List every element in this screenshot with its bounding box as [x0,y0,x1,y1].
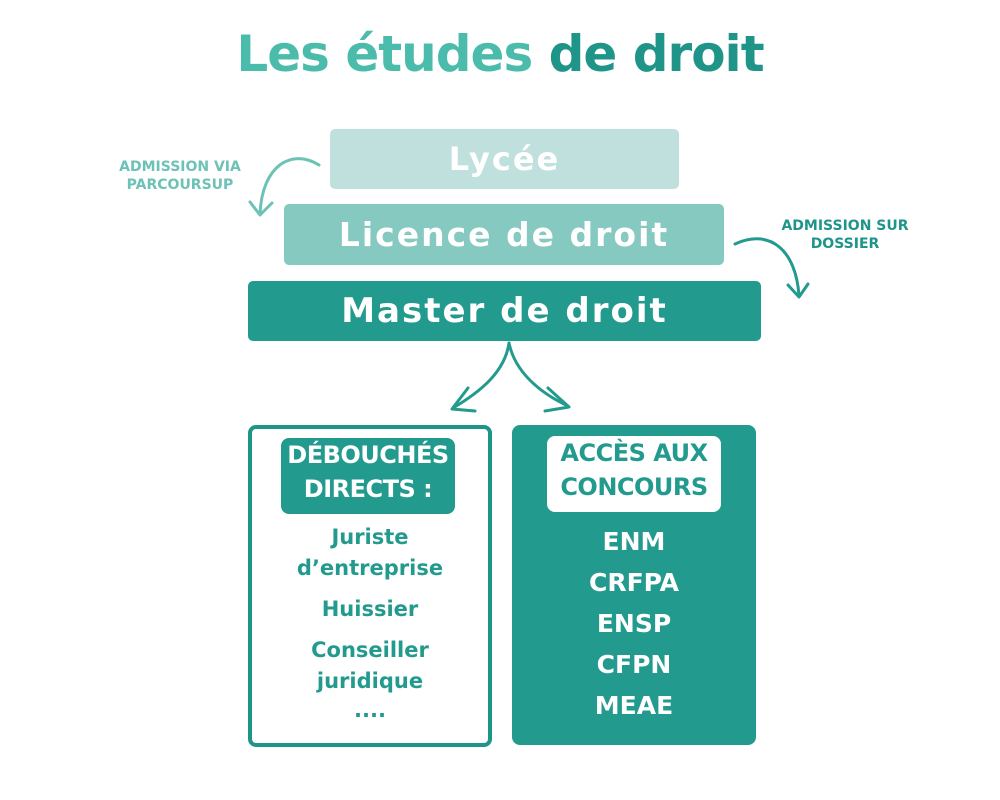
split-arrows-icon [450,341,571,413]
admission-parcoursup-label: ADMISSION VIA PARCOURSUP [100,158,260,194]
concours-heading-line-2: CONCOURS [560,473,708,501]
debouche-item-line: Conseiller [311,638,429,662]
concours-item-cfpn: CFPN [596,650,672,679]
curved-arrow-right-icon [733,237,810,299]
page-title: Les études de droit [0,18,1000,90]
stage-master: Master de droit [248,281,761,341]
concours-item-crfpa: CRFPA [588,568,680,597]
admission-left-line-2: PARCOURSUP [126,177,234,193]
debouche-item-conseiller: Conseiller juridique [252,635,488,697]
concours-heading: ACCÈS AUX CONCOURS [547,436,721,512]
title-part-1: Les études [236,25,533,83]
debouche-item-line: juridique [316,669,424,693]
debouches-heading-line-2: DIRECTS : [303,475,433,503]
debouches-ellipsis: .... [354,698,386,722]
admission-dossier-label: ADMISSION SUR DOSSIER [765,217,925,253]
debouches-heading: DÉBOUCHÉS DIRECTS : [281,438,455,514]
admission-left-line-1: ADMISSION VIA [119,159,241,175]
admission-right-line-2: DOSSIER [810,236,880,252]
concours-item-meae: MEAE [594,691,674,720]
debouche-item-line: Huissier [321,597,419,621]
concours-item-ensp: ENSP [596,609,672,638]
admission-right-line-1: ADMISSION SUR [781,218,909,234]
curved-arrow-left-icon [248,157,321,217]
title-part-2: de droit [548,25,765,83]
stage-lycee: Lycée [330,129,679,189]
concours-list: ENM CRFPA ENSP CFPN MEAE [516,521,752,726]
debouche-item-juriste: Juriste d’entreprise [252,522,488,584]
debouches-heading-line-1: DÉBOUCHÉS [287,441,449,469]
concours-heading-line-1: ACCÈS AUX [560,439,708,467]
concours-item-enm: ENM [602,527,666,556]
debouche-item-huissier: Huissier [252,594,488,625]
debouche-item-line: Juriste [331,525,409,549]
stage-licence: Licence de droit [284,204,724,265]
debouches-list: Juriste d’entreprise Huissier Conseiller… [252,522,488,726]
debouche-item-line: d’entreprise [296,556,444,580]
